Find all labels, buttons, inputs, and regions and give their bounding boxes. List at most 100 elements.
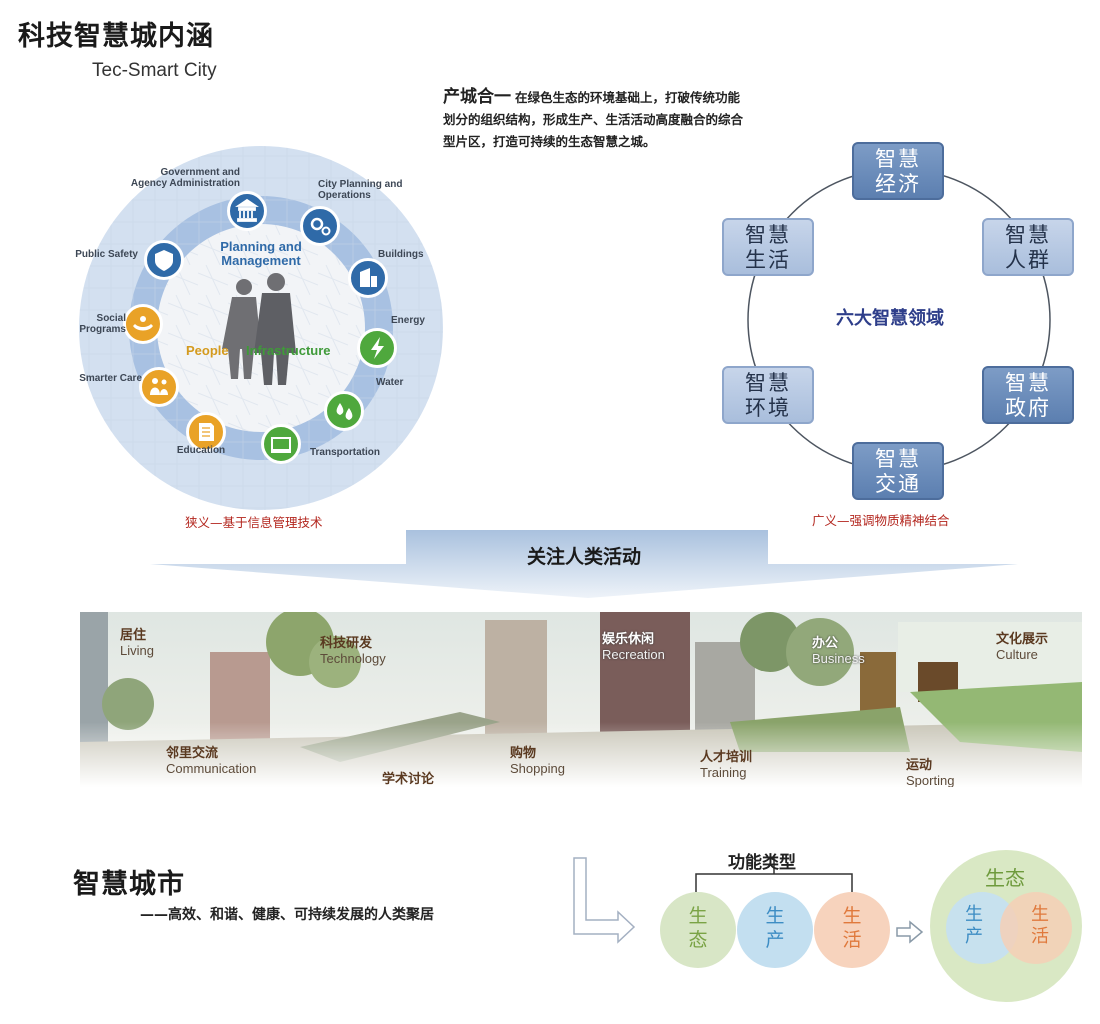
domain-line2: 交通 [875,472,921,496]
activity-en: Sporting [906,773,955,787]
planning-management-label: Planning and Management [220,239,302,268]
domain-line1: 智慧 [1005,371,1051,395]
domain-box: 智慧环境 [722,366,814,424]
ring-item-label: City Planning and Operations [318,179,403,201]
activity-cn: 运动 [906,758,933,773]
function-line1: 生 [688,905,708,927]
merged-life-label: 生 活 [1028,904,1052,948]
activity-cn: 居住 [120,628,147,643]
banner-label: 关注人类活动 [527,546,642,568]
domain-line2: 生活 [745,248,791,272]
activity-en: Recreation [602,647,665,662]
family-icon [138,367,179,407]
book-icon [185,412,226,453]
activity-cn: 办公 [812,636,839,651]
activity-cn: 购物 [510,746,537,761]
smart-city-ring-diagram: Planning and Management People Infrastru… [75,145,444,511]
domain-line2: 经济 [875,172,921,196]
ring-item-label: Government and Agency Administration [130,167,240,189]
smart-city-subtitle: ——高效、和谐、健康、可持续发展的人类聚居 [140,907,434,923]
domain-line2: 人群 [1005,248,1051,272]
activity-en: Technology [320,651,386,666]
function-line2: 活 [842,929,862,951]
function-circle [737,892,813,968]
activity-en: Communication [166,761,257,776]
activity-cn: 科技研发 [320,636,373,651]
function-types-title: 功能类型 [728,853,796,873]
focus-banner: 关注人类活动 [0,526,1100,612]
activity-en: Shopping [510,761,565,776]
merged-life-line1: 生 [1031,904,1049,925]
intro-lead: 产城合一 [443,87,511,107]
helping-hands-icon [123,303,164,344]
ring-item-label: Education [176,445,226,456]
category-bracket [695,858,853,892]
activity-cn: 邻里交流 [166,746,219,761]
activity-cn: 人才培训 [700,750,753,765]
activity-en: Training [700,765,747,780]
ring-item-label: Public Safety [75,249,138,260]
domains-caption: 广义—强调物质精神结合 [812,513,950,528]
train-icon [261,424,302,465]
gears-icon [300,205,340,246]
people-label: People [186,343,229,358]
intro-paragraph: 产城合一在绿色生态的环境基础上，打破传统功能划分的组织结构，形成生产、生活活动高… [443,86,748,153]
smart-domains-diagram: 六大智慧领域 智慧经济智慧人群智慧政府智慧交通智慧环境智慧生活 [718,140,1080,502]
function-circle-label: 生活 [840,904,864,952]
ring-item-label: Energy [391,315,425,326]
ring-item-label: Transportation [309,447,380,458]
activity-cn: 文化展示 [996,632,1049,647]
function-line1: 生 [842,905,862,927]
domain-box: 智慧经济 [852,142,944,200]
page-title: 科技智慧城内涵 [18,21,214,52]
function-circle [814,892,890,968]
function-circle-label: 生产 [763,904,787,952]
ring-item-label: Social Programs [79,313,126,335]
smart-city-title: 智慧城市 [73,869,185,900]
domain-line2: 政府 [1005,396,1051,420]
domain-line1: 智慧 [1005,223,1051,247]
function-diagram-lines [573,857,924,944]
merged-production-line1: 生 [965,904,983,925]
domain-box: 智慧政府 [982,366,1074,424]
banner-arrow-icon [150,530,1018,598]
ring-item-label: Buildings [378,249,424,260]
merged-life-circle [1000,892,1072,964]
water-drops-icon [324,391,365,432]
merged-life-line2: 活 [1031,926,1049,947]
function-line2: 态 [688,929,708,951]
government-building-icon [226,190,267,231]
collage-illustration [80,612,1082,787]
domain-box: 智慧生活 [722,218,814,276]
ring-caption: 狭义—基于信息管理技术 [185,515,323,530]
domain-box: 智慧交通 [852,442,944,500]
domain-box: 智慧人群 [982,218,1074,276]
domains-center-label: 六大智慧领域 [836,308,944,329]
merged-eco-label: 生态 [985,866,1025,890]
ring-item-label: Smarter Care [79,373,142,384]
hollow-arrow-icon [573,857,636,944]
building-icon [347,258,388,299]
intro-body: 在绿色生态的环境基础上，打破传统功能划分的组织结构，形成生产、生活活动高度融合的… [443,90,744,149]
page-subtitle: Tec-Smart City [92,60,217,81]
merged-production-label: 生 产 [962,904,986,948]
small-arrow-icon [896,920,924,944]
lightning-icon [357,328,398,369]
activity-cn: 娱乐休闲 [602,632,655,647]
domain-line1: 智慧 [745,223,791,247]
domain-line1: 智慧 [875,147,921,171]
function-circle-label: 生态 [686,904,710,952]
activity-en: Living [120,643,154,658]
function-line1: 生 [765,905,785,927]
activity-label: 学术讨论Academic [382,772,439,787]
merged-production-line2: 产 [965,926,983,947]
infrastructure-label: Infrastructure [246,343,331,358]
